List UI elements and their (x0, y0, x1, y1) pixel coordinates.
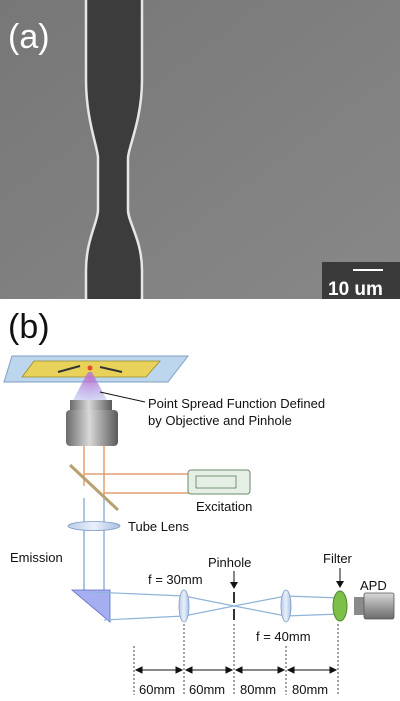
beam-lens1-to-pinhole-bottom (183, 605, 287, 617)
beam-to-filter-top (285, 595, 341, 599)
excitation-laser (187, 469, 251, 495)
panel-b-label: (b) (8, 308, 50, 346)
scale-bar-box (322, 262, 400, 299)
beam-to-lens1-bottom (103, 615, 185, 621)
filter (332, 590, 348, 622)
lens-f30 (178, 589, 190, 623)
dim-label-3: 80mm (240, 682, 276, 697)
chip-channel-left (57, 365, 81, 373)
beam-to-lens1-top (91, 591, 185, 597)
dim-label-1: 60mm (139, 682, 175, 697)
pinhole-arrow-head (230, 582, 238, 589)
apd-label: APD (360, 578, 387, 593)
pinhole-label: Pinhole (208, 555, 251, 570)
dim-arrows (134, 666, 338, 674)
lens-f30-label: f = 30mm (148, 572, 203, 587)
objective-top (70, 400, 112, 410)
panel-a: (a) 10 um (0, 0, 400, 300)
panel-b: (b) Point Spread Function Defined by Obj… (3, 308, 395, 697)
beam-to-filter-bottom (285, 613, 341, 617)
prism (70, 589, 111, 623)
apd-detector (363, 592, 395, 620)
excitation-label: Excitation (196, 499, 252, 514)
scale-bar-label: 10 um (328, 279, 383, 300)
panel-a-label: (a) (8, 18, 50, 56)
psf-label-line2: by Objective and Pinhole (148, 413, 292, 428)
excitation-laser-detail (195, 475, 237, 489)
dichroic-mirror (68, 463, 120, 512)
chip-channel-right (99, 366, 123, 373)
psf-label-line1: Point Spread Function Defined (148, 396, 325, 411)
psf-pointer (99, 391, 146, 403)
filter-label: Filter (323, 551, 353, 566)
lens-f40-label: f = 40mm (256, 629, 311, 644)
tube-lens (67, 521, 121, 531)
dim-label-2: 60mm (189, 682, 225, 697)
dim-label-4: 80mm (292, 682, 328, 697)
lens-f40 (280, 589, 292, 623)
apd-front (354, 597, 364, 615)
tube-lens-label: Tube Lens (128, 519, 189, 534)
sem-channel-edge-left (84, 0, 100, 299)
filter-arrow-head (336, 581, 344, 588)
objective-body (66, 410, 118, 446)
psf-cone (72, 372, 108, 402)
emission-label: Emission (10, 550, 63, 565)
sem-channel (86, 0, 142, 299)
sem-channel-edge-right (126, 0, 144, 299)
sem-image-background (0, 0, 400, 299)
focal-spot (87, 365, 93, 371)
